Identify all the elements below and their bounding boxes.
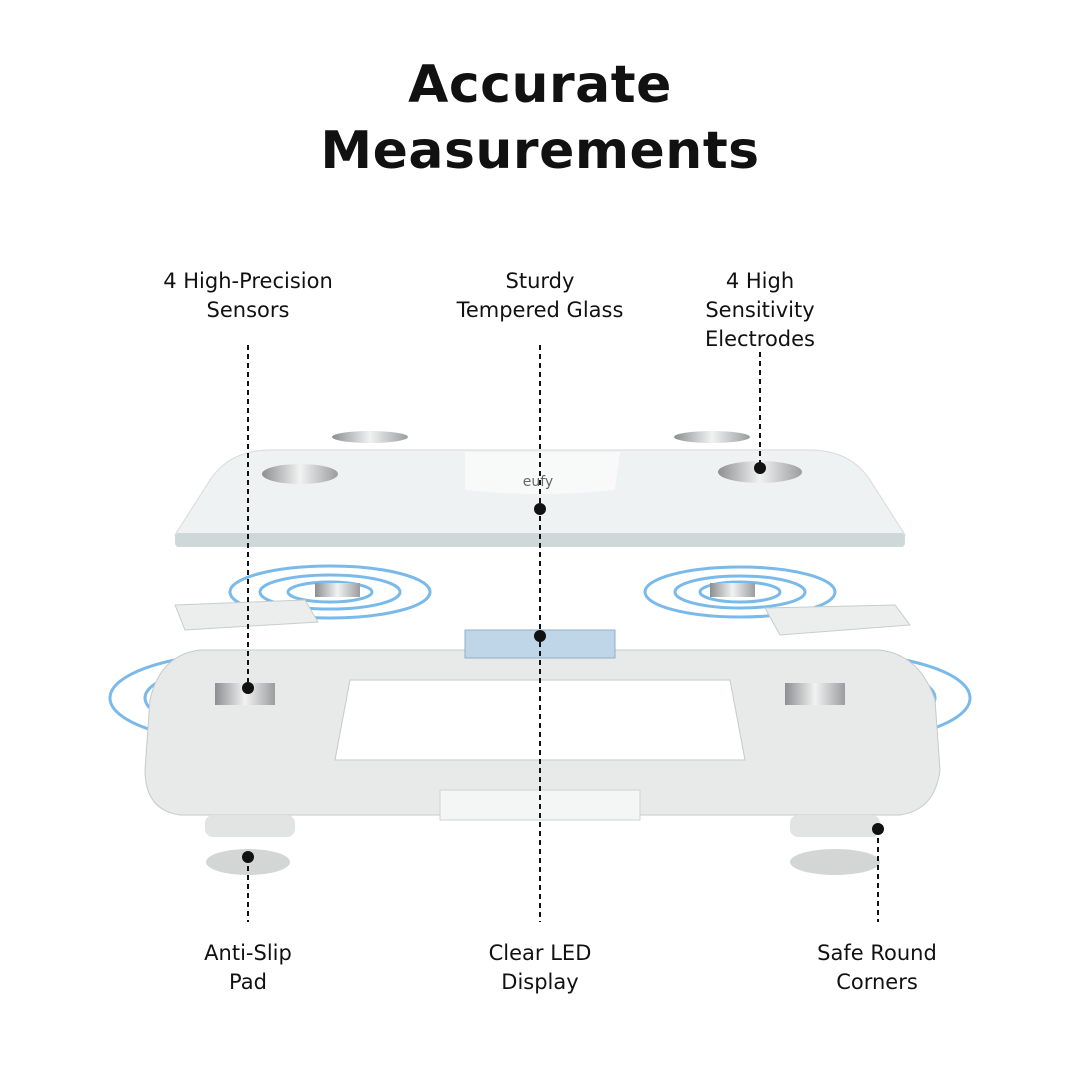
callout-text: Sensitivity: [705, 298, 815, 322]
callout-dots: [242, 462, 884, 863]
callout-display: Clear LED Display: [410, 939, 670, 997]
load-sensor: [710, 583, 755, 597]
callout-text: Clear LED: [488, 941, 592, 965]
electrode: [674, 431, 750, 443]
foot: [790, 815, 880, 837]
foot: [205, 815, 295, 837]
callout-text: Corners: [836, 970, 918, 994]
load-sensor: [315, 583, 360, 597]
callout-text: Display: [501, 970, 579, 994]
callout-glass: Sturdy Tempered Glass: [410, 267, 670, 325]
eufy-logo: eufy: [523, 474, 553, 490]
callout-corners: Safe Round Corners: [747, 939, 1007, 997]
callout-electrodes: 4 High Sensitivity Electrodes: [630, 267, 890, 354]
callout-text: 4 High-Precision: [163, 269, 333, 293]
callout-text: Pad: [229, 970, 267, 994]
base-frame: [144, 583, 941, 821]
callout-pad: Anti-Slip Pad: [118, 939, 378, 997]
callout-text: Sensors: [206, 298, 290, 322]
anti-slip-pad: [790, 849, 880, 875]
callout-text: 4 High: [725, 269, 795, 293]
load-sensor: [215, 683, 275, 705]
page-title: Accurate Measurements: [0, 52, 1080, 184]
title-line-1: Accurate: [408, 55, 672, 115]
callout-sensors: 4 High-Precision Sensors: [118, 267, 378, 325]
load-sensor: [785, 683, 845, 705]
electrode: [262, 464, 338, 484]
callout-text: Safe Round: [817, 941, 937, 965]
corner-cap: [764, 604, 911, 636]
title-line-2: Measurements: [320, 121, 760, 181]
callout-text: Sturdy: [505, 269, 575, 293]
callout-text: Anti-Slip: [204, 941, 292, 965]
callout-text: Electrodes: [704, 327, 815, 351]
electrode: [332, 431, 408, 443]
corner-cap: [174, 599, 319, 631]
callout-text: Tempered Glass: [456, 298, 624, 322]
